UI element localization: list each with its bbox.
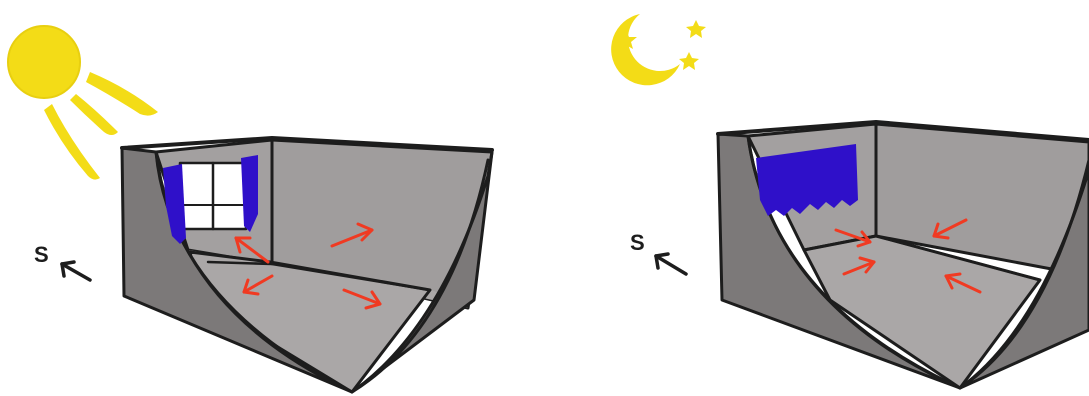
window-icon (178, 161, 248, 231)
compass: S (34, 242, 92, 282)
day-panel: S (7, 25, 494, 394)
moon-icon (611, 14, 680, 86)
compass-arrow-icon (60, 260, 92, 282)
curtain-icon (756, 144, 858, 216)
night-room (716, 120, 1089, 390)
curtain-icon (241, 155, 258, 232)
compass-arrow-icon (654, 252, 688, 276)
day-room (120, 136, 494, 394)
compass-label: S (630, 230, 645, 255)
curtain-icon (163, 164, 186, 244)
compass-label: S (34, 242, 49, 267)
star-icon (679, 52, 699, 70)
sun-icon (7, 25, 158, 180)
compass: S (630, 230, 688, 276)
airflow-arrow-icon (834, 218, 982, 294)
night-panel: S (611, 14, 1089, 390)
star-icon (615, 30, 637, 49)
airflow-arrow-icon (234, 222, 382, 310)
star-icon (686, 20, 706, 38)
